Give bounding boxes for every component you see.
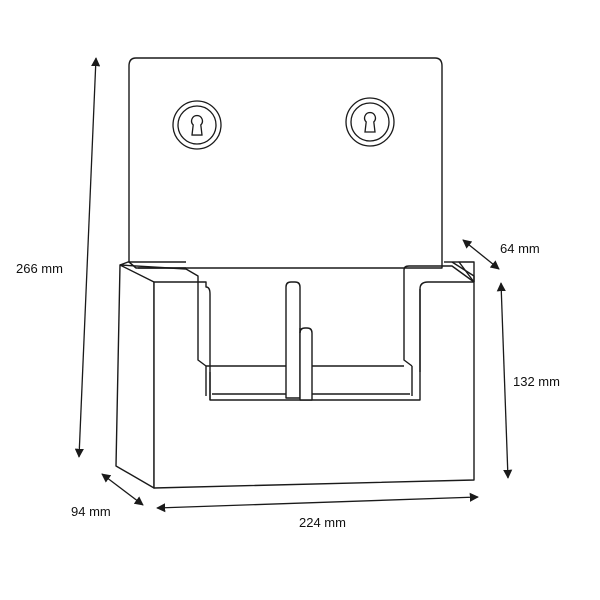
height-dimension-line <box>74 57 101 458</box>
back-depth-label: 64 mm <box>500 241 540 256</box>
front-height-dimension-line <box>496 282 513 479</box>
height-label: 266 mm <box>16 261 63 276</box>
width-dimension-line <box>156 492 479 513</box>
mounting-hole-left <box>172 100 222 150</box>
back-panel <box>128 57 443 269</box>
back-depth-dimension-line <box>462 239 500 270</box>
mounting-hole-right <box>345 97 395 147</box>
dimension-lines <box>74 57 513 513</box>
base-depth-dimension-line <box>101 473 144 506</box>
front-height-label: 132 mm <box>513 374 560 389</box>
center-divider <box>285 281 313 401</box>
keyhole-icon <box>363 111 377 133</box>
width-label: 224 mm <box>299 515 346 530</box>
base-depth-label: 94 mm <box>71 504 111 519</box>
